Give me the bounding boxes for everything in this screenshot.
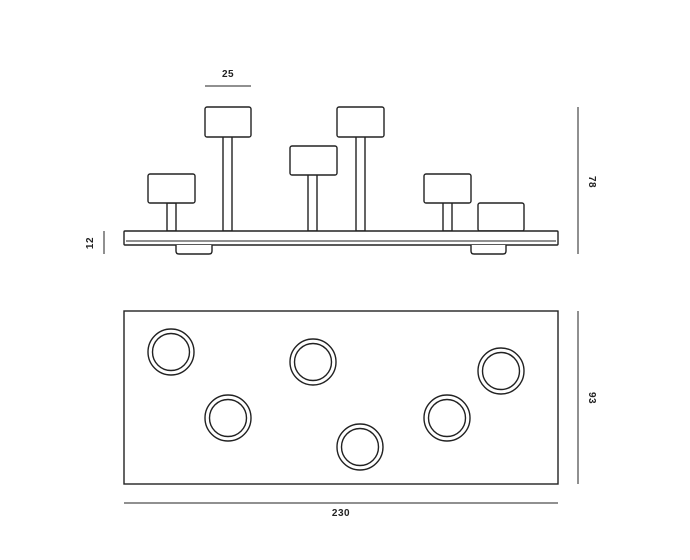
lamp-3-stem <box>307 173 318 232</box>
lamp-2-stem <box>222 135 233 232</box>
lamp-3 <box>289 145 338 232</box>
top-lamp-4-inner <box>340 427 380 467</box>
top-lamp-4 <box>336 423 384 471</box>
base-plate <box>123 230 559 246</box>
top-lamp-2-inner <box>208 398 248 438</box>
lamp-5-stem <box>442 201 453 232</box>
top-lamp-2 <box>204 394 252 442</box>
lamp-6 <box>477 202 525 232</box>
dim-label-length: 230 <box>332 508 350 519</box>
lamp-6-shade <box>477 202 525 232</box>
lamp-1-stem <box>166 202 177 232</box>
dim-label-base-thickness: 12 <box>85 237 96 249</box>
foot-left <box>175 245 213 255</box>
lamp-4 <box>336 106 385 232</box>
top-lamp-5-inner <box>427 398 467 438</box>
lamp-5-shade <box>423 173 472 204</box>
top-lamp-6-inner <box>481 351 521 391</box>
lamp-4-stem <box>355 135 366 232</box>
top-lamp-5 <box>423 394 471 442</box>
dim-label-shade-width: 25 <box>222 69 234 80</box>
lamp-2-shade <box>204 106 252 138</box>
top-lamp-1-inner <box>151 332 191 372</box>
lamp-1 <box>147 173 196 232</box>
lamp-1-shade <box>147 173 196 204</box>
dim-label-depth: 93 <box>586 392 597 404</box>
top-lamp-3 <box>289 338 337 386</box>
top-dimensions <box>124 311 579 504</box>
lamp-5 <box>423 173 472 232</box>
foot-right <box>470 245 507 255</box>
top-lamp-3-inner <box>293 342 333 382</box>
top-view <box>123 310 559 485</box>
top-lamp-1 <box>147 328 195 376</box>
lamp-2 <box>204 106 252 232</box>
top-lamp-6 <box>477 347 525 395</box>
front-view <box>123 106 559 255</box>
lamp-3-shade <box>289 145 338 176</box>
dim-label-total-height: 78 <box>586 176 597 188</box>
front-dimensions <box>103 85 579 254</box>
lamp-4-shade <box>336 106 385 138</box>
